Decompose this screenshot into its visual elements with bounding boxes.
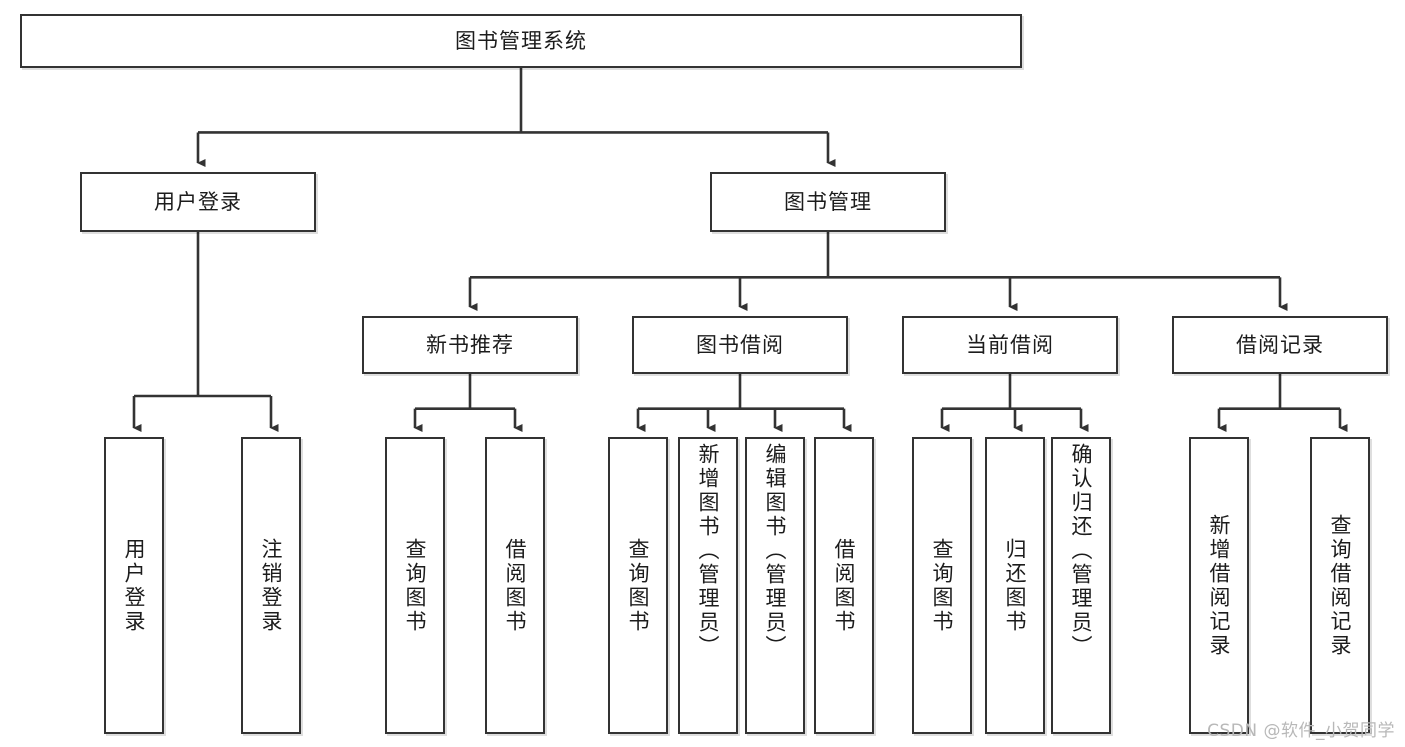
node-leaf-add-record-label: 新增借阅记录 [1207, 513, 1232, 658]
node-leaf-query-record-label: 查询借阅记录 [1328, 513, 1353, 658]
node-leaf-return-book-label: 归还图书 [1003, 537, 1028, 634]
node-leaf-add-book-label: 新增图书（管理员） [696, 443, 721, 659]
node-leaf-query-book-2[interactable]: 查询图书 [608, 437, 668, 734]
node-book-borrowing-label: 图书借阅 [696, 332, 784, 357]
node-leaf-borrow-book-2-label: 借阅图书 [832, 537, 857, 634]
node-user-login-label: 用户登录 [154, 189, 242, 214]
node-root-system[interactable]: 图书管理系统 [20, 14, 1022, 68]
node-root-label: 图书管理系统 [455, 28, 587, 53]
watermark-text: CSDN @软件_小贺同学 [1207, 721, 1395, 741]
node-leaf-add-record[interactable]: 新增借阅记录 [1189, 437, 1249, 734]
node-leaf-add-book[interactable]: 新增图书（管理员） [678, 437, 738, 734]
node-leaf-confirm-return[interactable]: 确认归还（管理员） [1051, 437, 1111, 734]
node-leaf-user-logout-label: 注销登录 [259, 537, 284, 634]
node-user-login[interactable]: 用户登录 [80, 172, 316, 232]
node-leaf-query-book-1[interactable]: 查询图书 [385, 437, 445, 734]
node-borrow-record[interactable]: 借阅记录 [1172, 316, 1388, 374]
node-leaf-query-book-3[interactable]: 查询图书 [912, 437, 972, 734]
node-borrow-record-label: 借阅记录 [1236, 332, 1324, 357]
node-leaf-user-login-label: 用户登录 [122, 537, 147, 634]
node-book-borrowing[interactable]: 图书借阅 [632, 316, 848, 374]
node-leaf-query-book-3-label: 查询图书 [930, 537, 955, 634]
node-leaf-return-book[interactable]: 归还图书 [985, 437, 1045, 734]
node-leaf-edit-book-label: 编辑图书（管理员） [763, 443, 788, 659]
node-leaf-borrow-book-1[interactable]: 借阅图书 [485, 437, 545, 734]
node-new-book-recommendation-label: 新书推荐 [426, 332, 514, 357]
node-book-management-label: 图书管理 [784, 189, 872, 214]
node-leaf-query-record[interactable]: 查询借阅记录 [1310, 437, 1370, 734]
node-leaf-user-login[interactable]: 用户登录 [104, 437, 164, 734]
node-leaf-borrow-book-2[interactable]: 借阅图书 [814, 437, 874, 734]
node-leaf-edit-book[interactable]: 编辑图书（管理员） [745, 437, 805, 734]
node-leaf-confirm-return-label: 确认归还（管理员） [1069, 443, 1094, 659]
node-book-management[interactable]: 图书管理 [710, 172, 946, 232]
node-leaf-borrow-book-1-label: 借阅图书 [503, 537, 528, 634]
node-leaf-query-book-1-label: 查询图书 [403, 537, 428, 634]
node-leaf-query-book-2-label: 查询图书 [626, 537, 651, 634]
node-new-book-recommendation[interactable]: 新书推荐 [362, 316, 578, 374]
node-current-borrowing[interactable]: 当前借阅 [902, 316, 1118, 374]
node-current-borrowing-label: 当前借阅 [966, 332, 1054, 357]
node-leaf-user-logout[interactable]: 注销登录 [241, 437, 301, 734]
